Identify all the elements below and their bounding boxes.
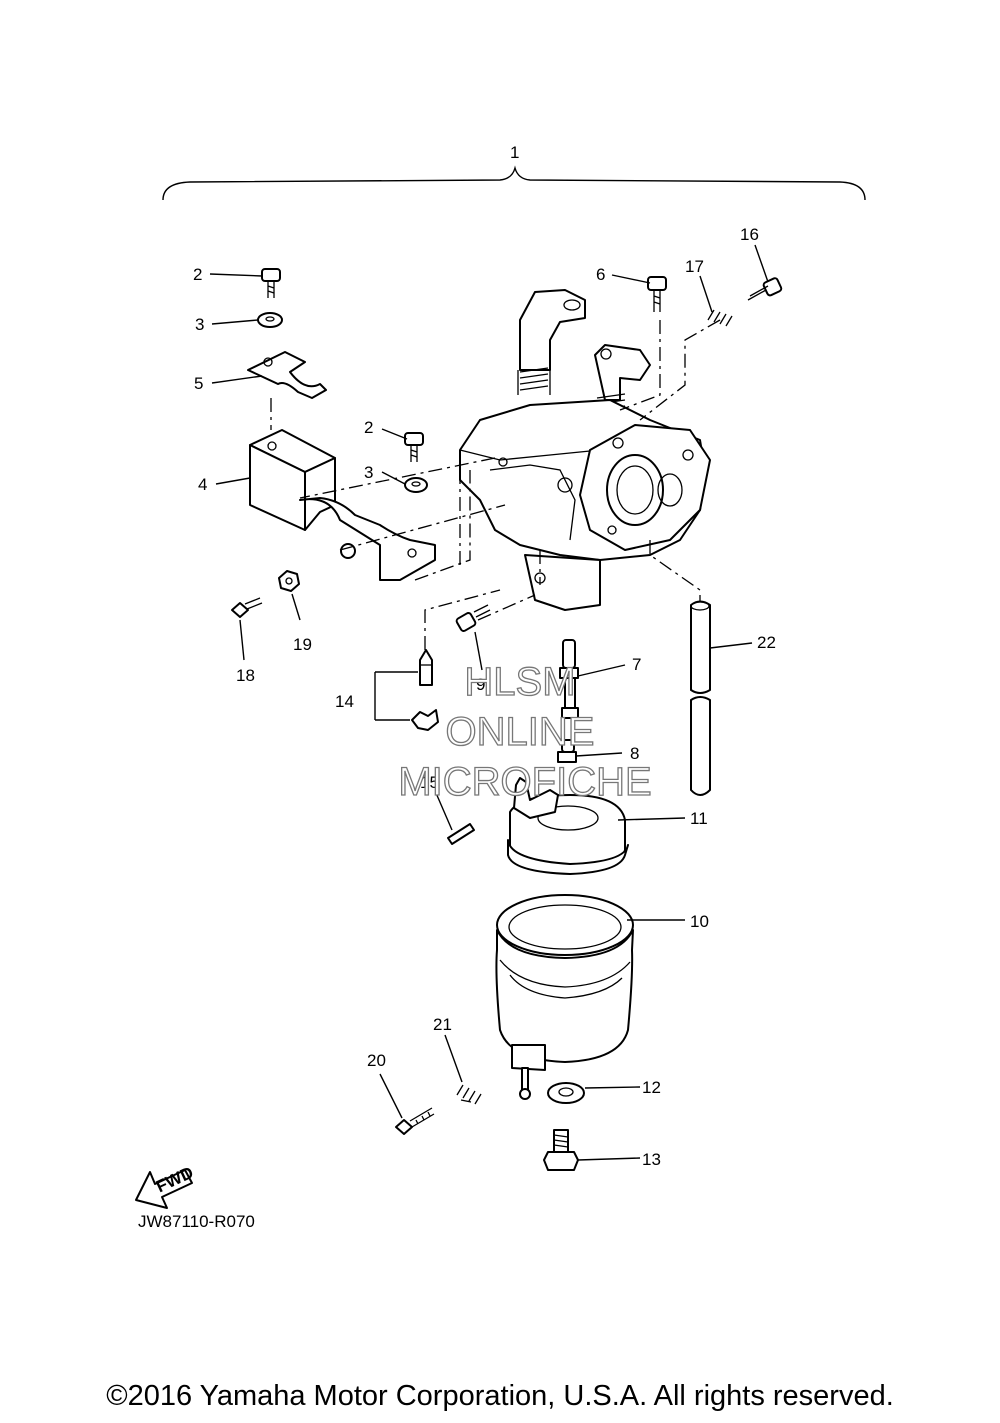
- screw-part-9: [455, 604, 491, 632]
- callout-3-middle: 3: [364, 463, 373, 482]
- float-bowl-part-10: [495, 894, 634, 1100]
- float-part-11: [507, 777, 629, 875]
- callout-6: 6: [596, 265, 605, 284]
- callout-15: 15: [420, 773, 439, 792]
- pin-part-15: [447, 823, 475, 845]
- callout-9: 9: [476, 675, 485, 694]
- screw-part-2-upper: [261, 268, 281, 298]
- callout-10: 10: [690, 912, 709, 931]
- callout-11: 11: [690, 809, 708, 828]
- jet-part-7: [559, 639, 579, 719]
- screw-part-16: [747, 277, 783, 301]
- screw-part-20: [395, 1107, 435, 1135]
- screw-part-2-middle: [404, 432, 424, 462]
- washer-part-3-upper: [257, 312, 283, 328]
- spring-part-17: [707, 309, 733, 327]
- nut-part-19: [278, 570, 300, 592]
- drain-bolt-part-13: [543, 1129, 579, 1171]
- callout-16: 16: [740, 225, 759, 244]
- gasket-part-12: [547, 1082, 585, 1104]
- assembly-bracket: [162, 165, 866, 201]
- watermark-line3: MICROFICHE: [398, 760, 651, 804]
- diagram-code: JW87110-R070: [138, 1212, 255, 1231]
- watermark: HLSM ONLINE MICROFICHE: [398, 659, 653, 804]
- callout-14: 14: [335, 692, 354, 711]
- callout-17: 17: [685, 257, 704, 276]
- callout-labels: 1 2 2 3 3 4 5 6 7 8 9 10 11 12 13 14 15 …: [193, 143, 776, 1169]
- callout-7: 7: [632, 655, 641, 674]
- jet-part-8: [557, 739, 577, 763]
- tube-part-22: [690, 600, 711, 796]
- watermark-line1: HLSM: [464, 660, 575, 704]
- callout-20: 20: [367, 1051, 386, 1070]
- callout-5: 5: [194, 374, 203, 393]
- callout-12: 12: [642, 1078, 661, 1097]
- callout-22: 22: [757, 633, 776, 652]
- callout-1: 1: [510, 143, 519, 162]
- callout-2-upper: 2: [193, 265, 202, 284]
- copyright-notice: ©2016 Yamaha Motor Corporation, U.S.A. A…: [106, 1380, 894, 1412]
- bracket-part-4: [249, 429, 436, 581]
- leader-lines: [209, 244, 769, 1161]
- screw-part-18: [231, 597, 263, 618]
- callout-18: 18: [236, 666, 255, 685]
- callout-13: 13: [642, 1150, 661, 1169]
- fwd-arrow-icon: FWD: [135, 1163, 196, 1209]
- callout-19: 19: [293, 635, 312, 654]
- callout-21: 21: [433, 1015, 452, 1034]
- callout-2-middle: 2: [364, 418, 373, 437]
- callout-8: 8: [630, 744, 639, 763]
- watermark-line2: ONLINE: [446, 710, 595, 754]
- callout-4: 4: [198, 475, 207, 494]
- screw-part-6: [647, 276, 667, 312]
- callout-3-upper: 3: [195, 315, 204, 334]
- washer-part-3-middle: [404, 477, 428, 493]
- spring-part-21: [456, 1084, 482, 1105]
- float-needle-part-14: [374, 649, 439, 731]
- clamp-part-5: [247, 351, 327, 399]
- carburetor-body-part-1: [459, 289, 711, 611]
